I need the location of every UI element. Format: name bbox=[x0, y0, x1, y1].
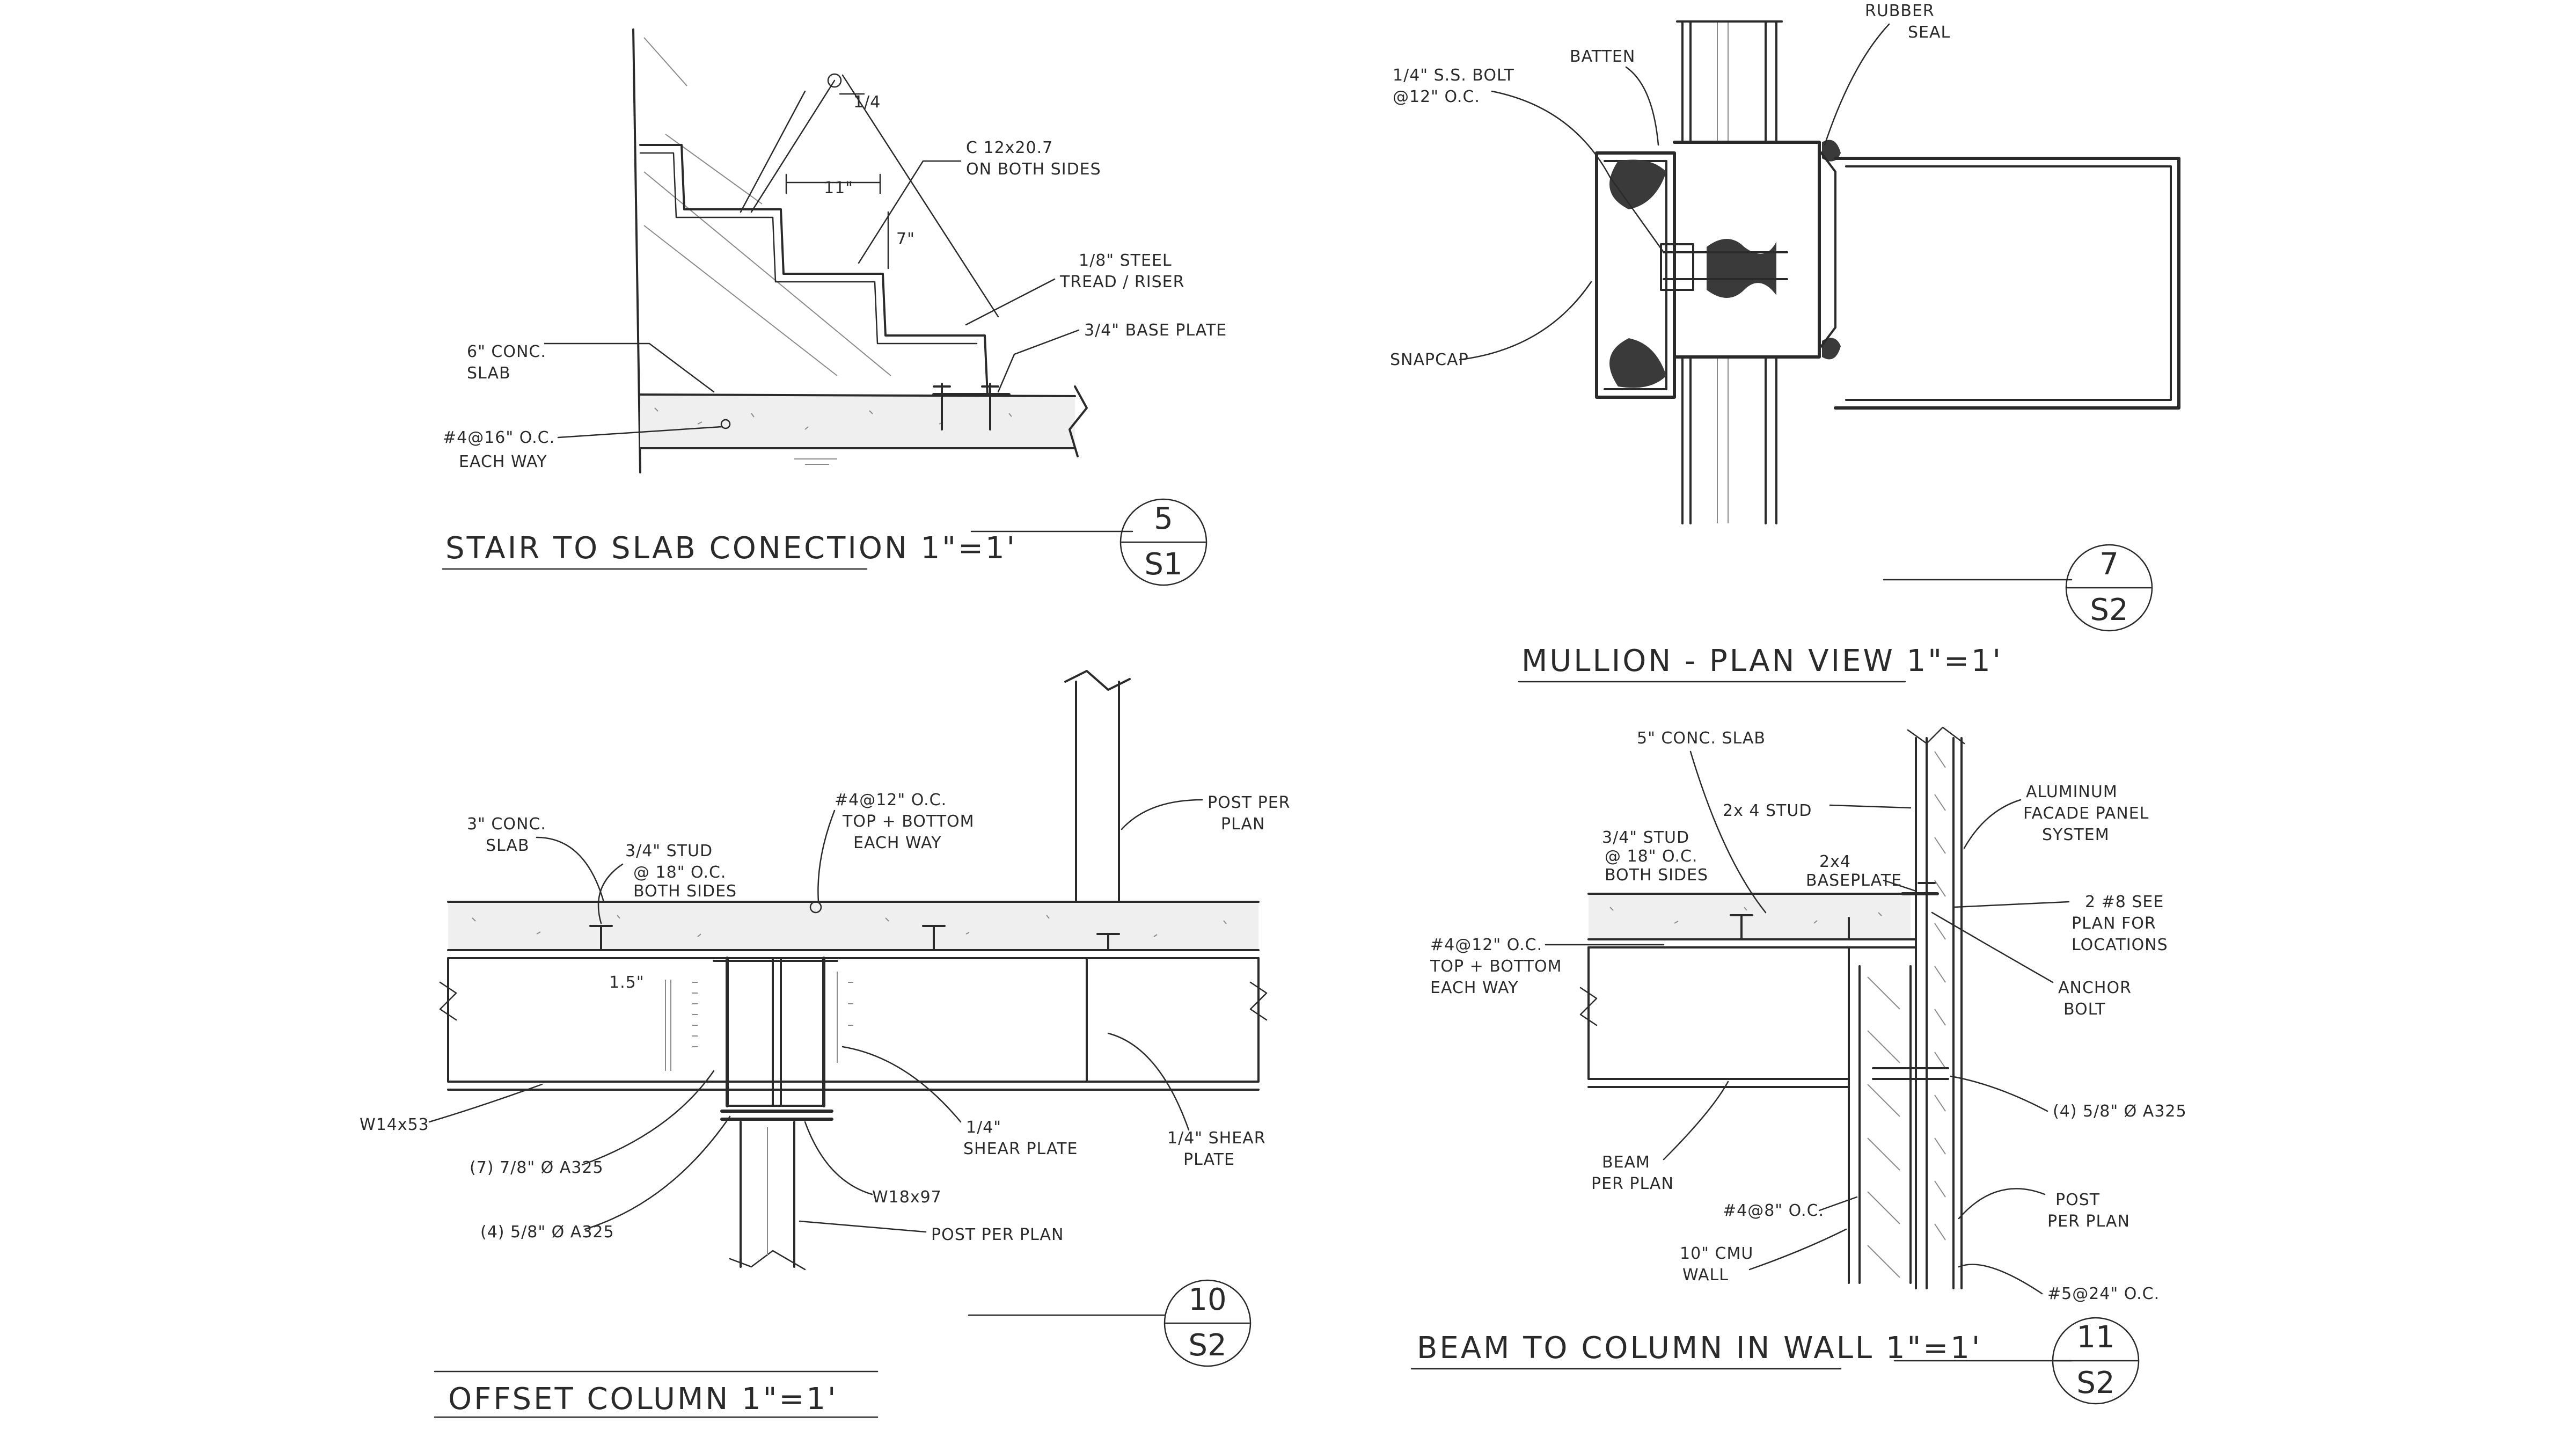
rebar-icon bbox=[720, 419, 731, 429]
detail-number: 11 bbox=[2076, 1320, 2114, 1355]
slab-label-1: 3" CONC. bbox=[467, 815, 546, 834]
channel-label-1: C 12x20.7 bbox=[966, 138, 1053, 157]
stud2x4-label: 2x 4 STUD bbox=[1723, 801, 1812, 820]
sheet-number: S2 bbox=[2090, 593, 2128, 628]
bolts4-label: (4) 5/8" Ø A325 bbox=[480, 1223, 614, 1242]
see-label-2: PLAN FOR bbox=[2072, 914, 2156, 933]
detail-title: OFFSET COLUMN 1"=1' bbox=[448, 1382, 838, 1417]
detail-number: 10 bbox=[1188, 1282, 1226, 1317]
tread-dim: 11" bbox=[824, 179, 853, 198]
rebar-label-1: #4@16" O.C. bbox=[443, 428, 555, 447]
rebar-icon bbox=[809, 901, 822, 914]
sheet-number: S2 bbox=[1188, 1328, 1226, 1363]
tread-label-1: 1/8" STEEL bbox=[1079, 251, 1172, 270]
shear1-label-2: SHEAR PLATE bbox=[963, 1140, 1078, 1158]
post-label-2: PLAN bbox=[1221, 815, 1265, 834]
riser-dim: 7" bbox=[896, 230, 915, 249]
detail-bubble bbox=[2065, 544, 2153, 632]
channel-label-2: ON BOTH SIDES bbox=[966, 160, 1101, 179]
see-label-1: 2 #8 SEE bbox=[2085, 893, 2164, 911]
shear2-label-1: 1/4" SHEAR bbox=[1167, 1129, 1266, 1148]
baseplate-label: 3/4" BASE PLATE bbox=[1084, 321, 1227, 340]
stud-label-2: @ 18" O.C. bbox=[633, 863, 726, 882]
detail-number: 7 bbox=[2099, 547, 2119, 582]
base-label-2: BASEPLATE bbox=[1806, 871, 1902, 890]
rebar-label-1: #4@12" O.C. bbox=[835, 791, 947, 809]
stud-label-3: BOTH SIDES bbox=[633, 882, 737, 901]
detail-bubble bbox=[1163, 1279, 1252, 1367]
bolt-label-2: @12" O.C. bbox=[1393, 87, 1480, 106]
slab-label-2: SLAB bbox=[486, 836, 530, 855]
detail-stair-to-slab: 11" 7" 1/4 C 12x20.7 ON BOTH SIDES 1/8" … bbox=[442, 28, 1227, 586]
vert-label: #4@8" O.C. bbox=[1723, 1201, 1824, 1220]
anchor-label-2: BOLT bbox=[2063, 1000, 2106, 1019]
stud-label-1: 3/4" STUD bbox=[625, 842, 713, 860]
shear2-label-2: PLATE bbox=[1183, 1150, 1235, 1169]
alum-label-2: FACADE PANEL bbox=[2023, 804, 2149, 823]
post-below-label: POST PER PLAN bbox=[931, 1225, 1064, 1244]
post-label-1: POST PER bbox=[1208, 793, 1291, 812]
column-label: W18x97 bbox=[872, 1188, 942, 1207]
beam-label-2: PER PLAN bbox=[1591, 1174, 1674, 1193]
beam-label-1: BEAM bbox=[1602, 1153, 1650, 1172]
stud-label-3: BOTH SIDES bbox=[1605, 866, 1708, 885]
sheet-number: S2 bbox=[2076, 1366, 2114, 1400]
beam-label: W14x53 bbox=[360, 1115, 429, 1134]
sheet-number: S1 bbox=[1144, 547, 1182, 582]
bolts-label: (4) 5/8" Ø A325 bbox=[2053, 1102, 2187, 1121]
base-label-1: 2x4 bbox=[1819, 852, 1851, 871]
bolt-label-1: 1/4" S.S. BOLT bbox=[1393, 66, 1514, 85]
post-label-2: PER PLAN bbox=[2047, 1212, 2130, 1231]
detail-bubble bbox=[2052, 1317, 2140, 1405]
detail-title: BEAM TO COLUMN IN WALL 1"=1' bbox=[1417, 1331, 1982, 1366]
rebar-label-1: #4@12" O.C. bbox=[1430, 936, 1542, 954]
see-label-3: LOCATIONS bbox=[2072, 936, 2168, 954]
rubber-label-2: SEAL bbox=[1908, 23, 1950, 42]
detail-number: 5 bbox=[1154, 501, 1173, 536]
detail-title: STAIR TO SLAB CONECTION 1"=1' bbox=[445, 531, 1017, 566]
weld-label: 1/4 bbox=[853, 93, 881, 112]
detail-bubble bbox=[1119, 498, 1208, 586]
cmu-label-1: 10" CMU bbox=[1680, 1244, 1753, 1263]
detail-mullion-plan: 1/4" S.S. BOLT @12" O.C. BATTEN RUBBER S… bbox=[1390, 2, 2180, 683]
weld-symbol-icon bbox=[827, 73, 842, 88]
rebar-label-2: TOP + BOTTOM bbox=[842, 812, 975, 831]
horiz-label: #5@24" O.C. bbox=[2047, 1285, 2160, 1303]
stud-label-1: 3/4" STUD bbox=[1602, 828, 1689, 847]
shear1-label-1: 1/4" bbox=[966, 1118, 1001, 1137]
rebar-label-2: EACH WAY bbox=[459, 453, 547, 471]
rebar-label-2: TOP + BOTTOM bbox=[1430, 957, 1562, 976]
rebar-label-3: EACH WAY bbox=[1430, 979, 1519, 997]
stud-label-2: @ 18" O.C. bbox=[1605, 847, 1697, 866]
rubber-label-1: RUBBER bbox=[1865, 2, 1935, 20]
slab-label-2: SLAB bbox=[467, 364, 511, 383]
snapcap-label: SNAPCAP bbox=[1390, 351, 1469, 369]
slab-label: 5" CONC. SLAB bbox=[1637, 729, 1766, 748]
post-label-1: POST bbox=[2055, 1191, 2100, 1209]
slab-label-1: 6" CONC. bbox=[467, 342, 546, 361]
dim-label: 1.5" bbox=[609, 973, 645, 992]
detail-beam-to-column-in-wall: 5" CONC. SLAB 2x 4 STUD ALUMINUM FACADE … bbox=[1410, 726, 2187, 1405]
anchor-label-1: ANCHOR bbox=[2058, 979, 2132, 997]
tread-label-2: TREAD / RISER bbox=[1059, 273, 1184, 291]
cmu-label-2: WALL bbox=[1682, 1266, 1729, 1285]
alum-label-1: ALUMINUM bbox=[2026, 783, 2118, 801]
detail-title: MULLION - PLAN VIEW 1"=1' bbox=[1521, 644, 2003, 678]
batten-label: BATTEN bbox=[1570, 47, 1635, 66]
rebar-label-3: EACH WAY bbox=[853, 834, 942, 852]
bolts7-label: (7) 7/8" Ø A325 bbox=[470, 1158, 604, 1177]
alum-label-3: SYSTEM bbox=[2042, 826, 2110, 844]
detail-offset-column: 3" CONC. SLAB 3/4" STUD @ 18" O.C. BOTH … bbox=[360, 670, 1291, 1418]
